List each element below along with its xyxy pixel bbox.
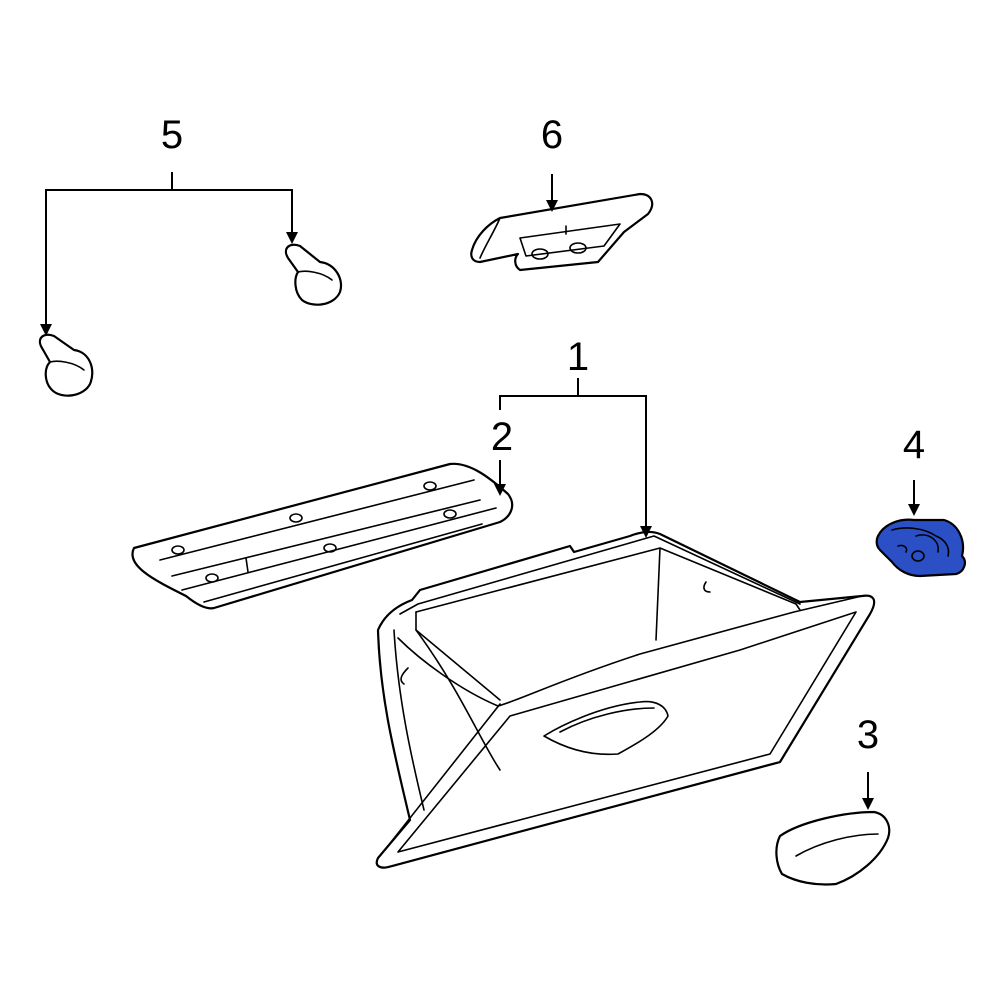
callout-5-leader	[40, 172, 298, 336]
callout-4-label: 4	[903, 423, 925, 467]
callout-1-leader	[499, 378, 652, 538]
part-6-bracket[interactable]	[470, 192, 654, 272]
callout-3-label: 3	[857, 713, 879, 757]
callout-2-label: 2	[491, 415, 513, 459]
part-4-latch-highlighted[interactable]	[875, 518, 966, 578]
callout-6-leader	[546, 174, 558, 212]
part-3-handle[interactable]	[775, 810, 891, 886]
part-5-left-fastener[interactable]	[38, 333, 94, 397]
part-5-right-fastener[interactable]	[284, 243, 343, 306]
callout-2-leader	[494, 460, 506, 496]
part-2-hinge-plate[interactable]	[131, 462, 514, 610]
part-1-glove-box[interactable]	[375, 530, 876, 869]
callout-3-leader	[862, 772, 874, 810]
callout-5-label: 5	[161, 113, 183, 157]
callout-1-label: 1	[567, 335, 589, 379]
callout-6-label: 6	[541, 113, 563, 157]
callout-4-leader	[908, 480, 920, 516]
